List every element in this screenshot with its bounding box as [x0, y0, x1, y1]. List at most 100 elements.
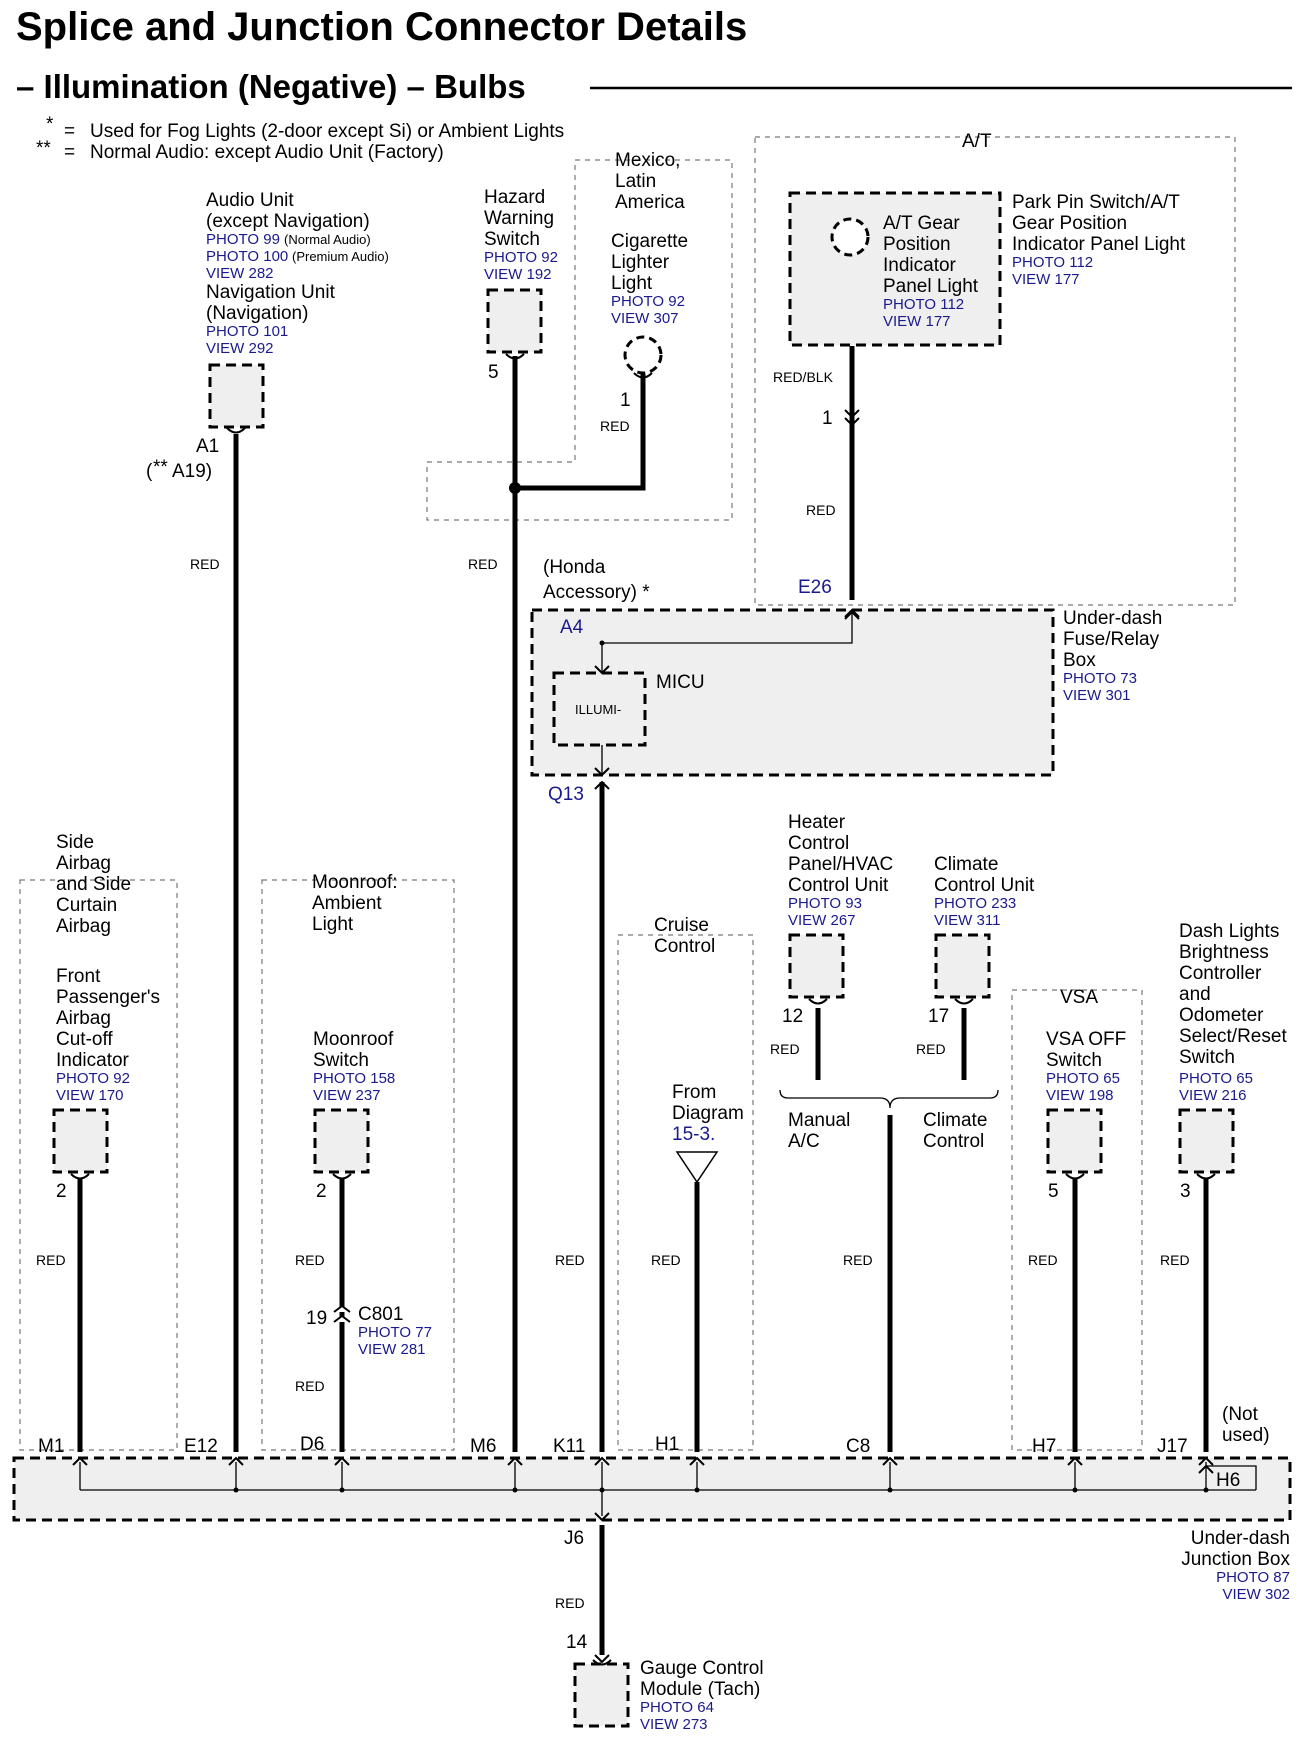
- svg-text:15-3.: 15-3.: [672, 1124, 715, 1145]
- svg-text:Lighter: Lighter: [611, 252, 670, 273]
- svg-text:(except Navigation): (except Navigation): [206, 211, 370, 232]
- note1-text: Used for Fog Lights (2-door except Si) o…: [90, 121, 564, 142]
- splice-point: [509, 482, 521, 494]
- front-passenger-indicator-box: [52, 1108, 109, 1174]
- svg-text:H7: H7: [1032, 1436, 1056, 1457]
- wire-cigarette: [515, 374, 646, 491]
- wire-label: RED: [651, 1252, 681, 1268]
- svg-text:and Side: and Side: [56, 874, 131, 895]
- svg-text:Diagram: Diagram: [672, 1103, 744, 1124]
- svg-text:Indicator Panel Light: Indicator Panel Light: [1012, 234, 1186, 255]
- svg-text:A/T Gear: A/T Gear: [883, 213, 960, 234]
- front-passenger-pin: 2: [56, 1181, 67, 1202]
- micu-internal-wire: [601, 612, 853, 673]
- vsa-off-pin: 5: [1048, 1181, 1059, 1202]
- svg-text:PHOTO 92: PHOTO 92: [484, 249, 558, 266]
- svg-text:Warning: Warning: [484, 208, 554, 229]
- svg-text:VIEW 311: VIEW 311: [934, 912, 1000, 929]
- svg-text:Under-dash: Under-dash: [1191, 1528, 1290, 1549]
- svg-text:PHOTO 99: PHOTO 99: [206, 231, 280, 248]
- mexico-area-boundary: [426, 159, 733, 521]
- svg-text:Panel/HVAC: Panel/HVAC: [788, 854, 893, 875]
- from-diagram-arrow: [675, 1151, 719, 1184]
- svg-text:PHOTO 92: PHOTO 92: [56, 1070, 130, 1087]
- svg-text:Switch: Switch: [484, 229, 540, 250]
- fuse-exit-marker: [594, 767, 610, 777]
- heater-control-box: [788, 933, 845, 999]
- svg-text:Under-dash: Under-dash: [1063, 608, 1162, 629]
- svg-text:VIEW 267: VIEW 267: [788, 912, 856, 929]
- svg-text:Side: Side: [56, 832, 94, 853]
- dash-lights-controller-box: [1178, 1108, 1235, 1174]
- fuse-pin-a4: A4: [560, 617, 584, 638]
- note2-mark: **: [36, 138, 51, 159]
- micu-inner-label: ILLUMI-: [575, 702, 621, 717]
- svg-text:Airbag: Airbag: [56, 853, 111, 874]
- gauge-control-module-box: [573, 1662, 630, 1728]
- svg-text:H1: H1: [655, 1434, 679, 1455]
- wire-label: RED: [36, 1252, 66, 1268]
- svg-text:Select/Reset: Select/Reset: [1179, 1026, 1287, 1047]
- svg-text:Brightness: Brightness: [1179, 942, 1269, 963]
- park-pin-switch-label: Park Pin Switch/A/T Gear Position Indica…: [1012, 192, 1186, 288]
- junction-entry-marker: [334, 1456, 350, 1466]
- dash-lights-controller-label: Dash Lights Brightness Controller and Od…: [1179, 921, 1287, 1104]
- cruise-area-label: Cruise Control: [654, 915, 715, 957]
- svg-text:Indicator: Indicator: [883, 255, 957, 276]
- svg-text:PHOTO 87: PHOTO 87: [1216, 1569, 1290, 1586]
- svg-text:VIEW 177: VIEW 177: [1012, 271, 1080, 288]
- svg-text:M6: M6: [470, 1436, 496, 1457]
- at-gear-connector-mark: [844, 409, 860, 427]
- junction-entry-marker: [689, 1456, 705, 1466]
- wire-label: RED: [600, 418, 630, 434]
- note1-equals: =: [64, 121, 75, 142]
- at-area-boundary: [754, 136, 1236, 606]
- cigarette-lighter-label: Cigarette Lighter Light PHOTO 92 VIEW 30…: [611, 231, 688, 327]
- connector-cup: [70, 1173, 90, 1180]
- honda-accessory-label: (Honda Accessory) *: [543, 557, 650, 603]
- branch-bracket: [779, 1089, 999, 1109]
- heater-control-label: Heater Control Panel/HVAC Control Unit P…: [788, 812, 893, 929]
- svg-text:VIEW 292: VIEW 292: [206, 340, 274, 357]
- audio-pin-alt-mark: **: [153, 457, 168, 478]
- side-airbag-area-boundary: [19, 879, 178, 1451]
- svg-text:J17: J17: [1157, 1436, 1188, 1457]
- svg-text:used): used): [1222, 1425, 1270, 1446]
- svg-text:VIEW 281: VIEW 281: [358, 1341, 426, 1358]
- svg-text:Control Unit: Control Unit: [934, 875, 1035, 896]
- audio-pin-alt-open: (: [146, 461, 153, 482]
- wire-label: RED: [1160, 1252, 1190, 1268]
- micu-label: MICU: [656, 672, 705, 693]
- svg-text:PHOTO 64: PHOTO 64: [640, 1699, 714, 1716]
- svg-text:(Normal Audio): (Normal Audio): [284, 232, 371, 247]
- wire-label: RED: [916, 1041, 946, 1057]
- svg-text:PHOTO 92: PHOTO 92: [611, 293, 685, 310]
- svg-text:(Premium Audio): (Premium Audio): [292, 249, 389, 264]
- svg-text:VIEW 282: VIEW 282: [206, 265, 274, 282]
- c801-connector-mark: [333, 1304, 351, 1323]
- svg-text:VIEW 198: VIEW 198: [1046, 1087, 1114, 1104]
- wire-color-labels: RED RED RED RED RED RED RED RED RED RED …: [36, 418, 1190, 1611]
- junction-exit-marker: [594, 1512, 610, 1522]
- connector-cup: [505, 353, 525, 360]
- connector-cup: [808, 998, 828, 1005]
- svg-text:Airbag: Airbag: [56, 1008, 111, 1029]
- svg-text:VIEW 170: VIEW 170: [56, 1087, 124, 1104]
- connector-cup: [1065, 1173, 1085, 1180]
- branch-labels: Manual A/C Climate Control: [788, 1110, 987, 1152]
- audio-pin-alt: A19): [172, 461, 212, 482]
- svg-text:Controller: Controller: [1179, 963, 1262, 984]
- hazard-switch-box: [486, 288, 543, 354]
- svg-text:PHOTO 93: PHOTO 93: [788, 895, 862, 912]
- svg-text:Audio Unit: Audio Unit: [206, 190, 294, 211]
- note2-text: Normal Audio: except Audio Unit (Factory…: [90, 142, 444, 163]
- junction-box: [12, 1456, 1292, 1522]
- junction-entry-marker: [228, 1456, 244, 1466]
- hazard-switch-label: Hazard Warning Switch PHOTO 92 VIEW 192: [484, 187, 558, 283]
- svg-text:VIEW 216: VIEW 216: [1179, 1087, 1247, 1104]
- svg-text:Fuse/Relay: Fuse/Relay: [1063, 629, 1160, 650]
- svg-text:Climate: Climate: [934, 854, 998, 875]
- micu-entry-marker: [594, 665, 610, 675]
- c801-label: C801 PHOTO 77 VIEW 281: [358, 1304, 432, 1358]
- gauge-control-module-label: Gauge Control Module (Tach) PHOTO 64 VIE…: [640, 1658, 764, 1733]
